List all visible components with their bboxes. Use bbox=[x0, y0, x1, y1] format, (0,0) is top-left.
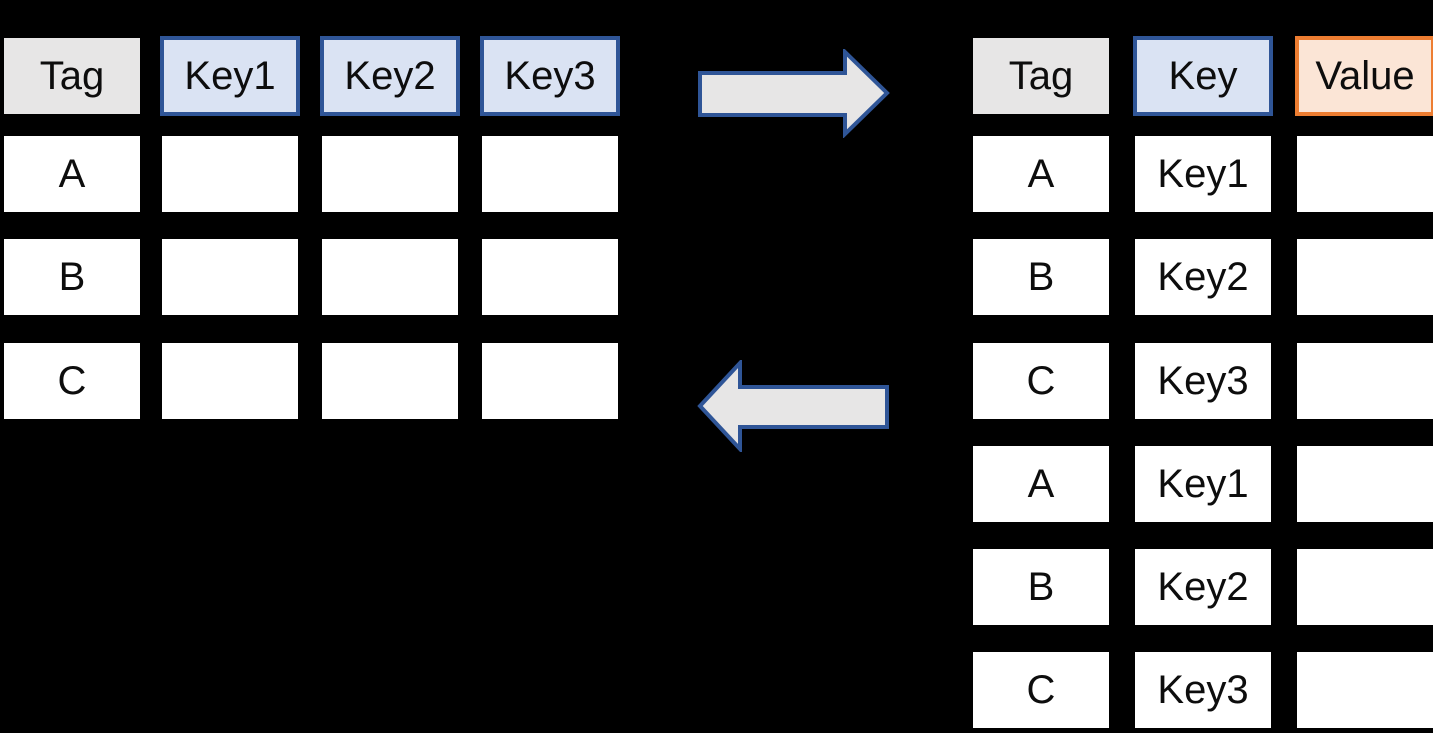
long-cell-tag: C bbox=[973, 343, 1109, 419]
long-cell-value bbox=[1297, 446, 1433, 522]
right-arrow-shape bbox=[698, 49, 890, 138]
left-arrow-shape bbox=[697, 360, 889, 452]
long-header-tag: Tag bbox=[973, 38, 1109, 114]
long-header-key: Key bbox=[1133, 36, 1273, 116]
wide-cell-value bbox=[482, 136, 618, 212]
long-cell-value bbox=[1297, 652, 1433, 728]
wide-header-key2: Key2 bbox=[320, 36, 460, 116]
long-cell-key: Key2 bbox=[1135, 549, 1271, 625]
wide-cell-value bbox=[162, 136, 298, 212]
long-cell-key: Key2 bbox=[1135, 239, 1271, 315]
long-cell-value bbox=[1297, 239, 1433, 315]
wide-cell-tag: C bbox=[4, 343, 140, 419]
wide-cell-value bbox=[322, 239, 458, 315]
wide-cell-value bbox=[482, 343, 618, 419]
wide-header-key3: Key3 bbox=[480, 36, 620, 116]
wide-cell-value bbox=[162, 343, 298, 419]
long-cell-key: Key1 bbox=[1135, 446, 1271, 522]
long-cell-tag: B bbox=[973, 549, 1109, 625]
long-cell-key: Key1 bbox=[1135, 136, 1271, 212]
wide-table: Tag Key1 Key2 Key3 A B C bbox=[4, 36, 624, 420]
long-table: Tag Key Value A Key1 B Key2 C Key3 A Key… bbox=[973, 36, 1433, 730]
long-cell-value bbox=[1297, 549, 1433, 625]
wide-to-long-arrow-icon bbox=[698, 49, 890, 138]
wide-header-tag: Tag bbox=[4, 38, 140, 114]
wide-header-key1: Key1 bbox=[160, 36, 300, 116]
long-cell-key: Key3 bbox=[1135, 652, 1271, 728]
wide-cell-value bbox=[322, 343, 458, 419]
wide-cell-value bbox=[162, 239, 298, 315]
wide-cell-tag: A bbox=[4, 136, 140, 212]
long-cell-value bbox=[1297, 343, 1433, 419]
long-cell-tag: B bbox=[973, 239, 1109, 315]
long-cell-tag: C bbox=[973, 652, 1109, 728]
long-cell-tag: A bbox=[973, 446, 1109, 522]
long-cell-key: Key3 bbox=[1135, 343, 1271, 419]
wide-cell-value bbox=[322, 136, 458, 212]
wide-cell-value bbox=[482, 239, 618, 315]
long-cell-tag: A bbox=[973, 136, 1109, 212]
long-cell-value bbox=[1297, 136, 1433, 212]
long-to-wide-arrow-icon bbox=[697, 360, 889, 452]
long-header-value: Value bbox=[1295, 36, 1433, 116]
wide-cell-tag: B bbox=[4, 239, 140, 315]
